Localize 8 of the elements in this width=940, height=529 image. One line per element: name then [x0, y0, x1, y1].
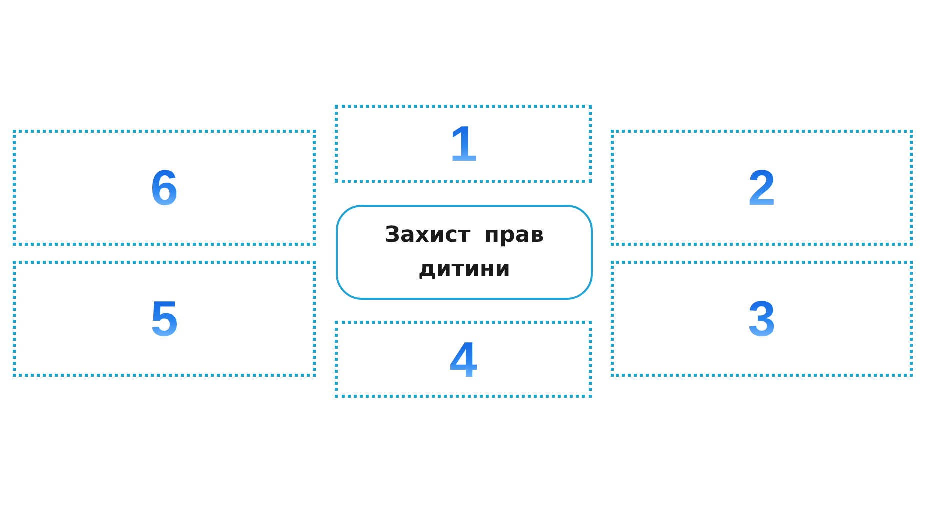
dotted-box: [335, 321, 592, 398]
dotted-box: [13, 261, 316, 377]
dotted-box: [611, 130, 913, 246]
dotted-box: [611, 261, 913, 377]
dotted-box: [13, 130, 316, 246]
dotted-box: [335, 105, 592, 183]
rounded-box: [336, 205, 593, 300]
central-label: Захист прав дитини: [384, 222, 546, 284]
